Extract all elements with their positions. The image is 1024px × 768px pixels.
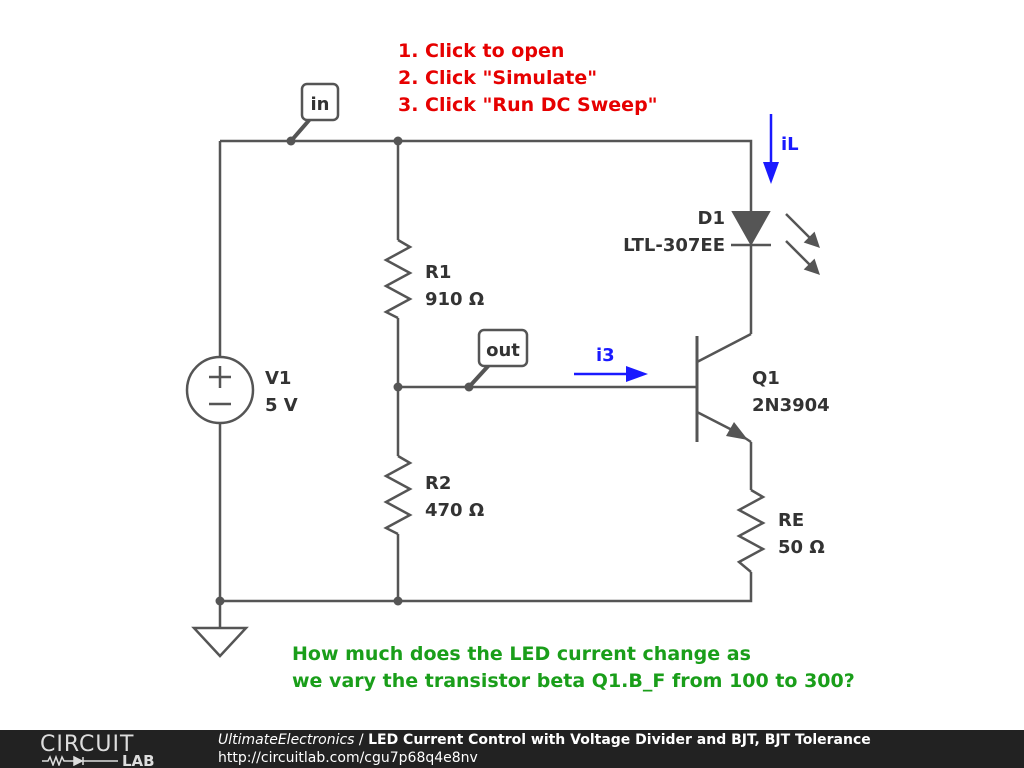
junction-ground [215, 596, 225, 606]
transistor-q1[interactable]: Q1 2N3904 [695, 332, 830, 444]
junction-out-divider [393, 382, 403, 392]
instructions: 1. Click to open 2. Click "Simulate" 3. … [398, 40, 658, 116]
resistor-diode-icon [42, 754, 118, 766]
arrow-right-icon [626, 366, 648, 382]
q1-name: Q1 [752, 368, 780, 389]
current-i3: i3 [574, 345, 648, 382]
node-label-in[interactable]: in [289, 82, 340, 143]
footer-org-link[interactable]: UltimateElectronics [218, 732, 355, 748]
r2-name: R2 [425, 473, 451, 494]
node-label-in-text: in [311, 94, 330, 115]
d1-name: D1 [698, 208, 725, 229]
q1-value: 2N3904 [752, 395, 830, 416]
wire-bottom-rail [220, 572, 753, 603]
re-name: RE [778, 510, 804, 531]
q1-collector [696, 332, 752, 364]
r2-value: 470 Ω [425, 500, 484, 521]
instruction-1: 1. Click to open [398, 40, 564, 62]
footer-circuit-title[interactable]: LED Current Control with Voltage Divider… [368, 732, 871, 748]
current-il: iL [763, 114, 799, 184]
circuit-schematic[interactable]: 1. Click to open 2. Click "Simulate" 3. … [0, 0, 1024, 730]
light-emission-icon [785, 213, 820, 275]
q1-emitter [696, 410, 737, 434]
current-i3-label: i3 [596, 345, 615, 366]
footer-separator: / [354, 732, 369, 748]
logo-top-text: CIRCUIT [40, 732, 134, 757]
voltage-source-v1[interactable]: V1 5 V [185, 355, 298, 425]
resistor-re[interactable]: RE 50 Ω [736, 488, 825, 573]
diode-triangle-icon [731, 211, 771, 247]
question: How much does the LED current change as … [292, 643, 855, 692]
ground-icon [191, 626, 249, 658]
logo-bottom-text: LAB [122, 752, 155, 766]
led-d1[interactable]: D1 LTL-307EE [623, 208, 820, 275]
r1-name: R1 [425, 262, 451, 283]
resistor-r2[interactable]: R2 470 Ω [383, 454, 484, 536]
wire-top-rail [220, 139, 753, 212]
resistor-r1[interactable]: R1 910 Ω [383, 238, 484, 320]
footer-bar: CIRCUIT LAB UltimateElectronics / LED Cu… [0, 730, 1024, 768]
circuitlab-logo[interactable]: CIRCUIT LAB [38, 732, 178, 766]
node-label-out[interactable]: out [467, 328, 529, 389]
junctions [215, 136, 474, 606]
v1-name: V1 [265, 368, 291, 389]
question-line-2: we vary the transistor beta Q1.B_F from … [292, 670, 855, 692]
d1-value: LTL-307EE [623, 235, 725, 256]
plus-icon [209, 366, 231, 388]
arrow-down-icon [763, 162, 779, 184]
v1-value: 5 V [265, 395, 298, 416]
question-line-1: How much does the LED current change as [292, 643, 751, 665]
footer-title: UltimateElectronics / LED Current Contro… [218, 732, 871, 748]
re-value: 50 Ω [778, 537, 825, 558]
wires [218, 139, 753, 628]
instruction-3: 3. Click "Run DC Sweep" [398, 94, 658, 116]
junction-bottom [393, 596, 403, 606]
node-label-out-text: out [486, 340, 520, 361]
current-il-label: iL [781, 134, 799, 155]
junction-top [393, 136, 403, 146]
footer-url-link[interactable]: http://circuitlab.com/cgu7p68q4e8nv [218, 750, 478, 766]
r1-value: 910 Ω [425, 289, 484, 310]
instruction-2: 2. Click "Simulate" [398, 67, 597, 89]
